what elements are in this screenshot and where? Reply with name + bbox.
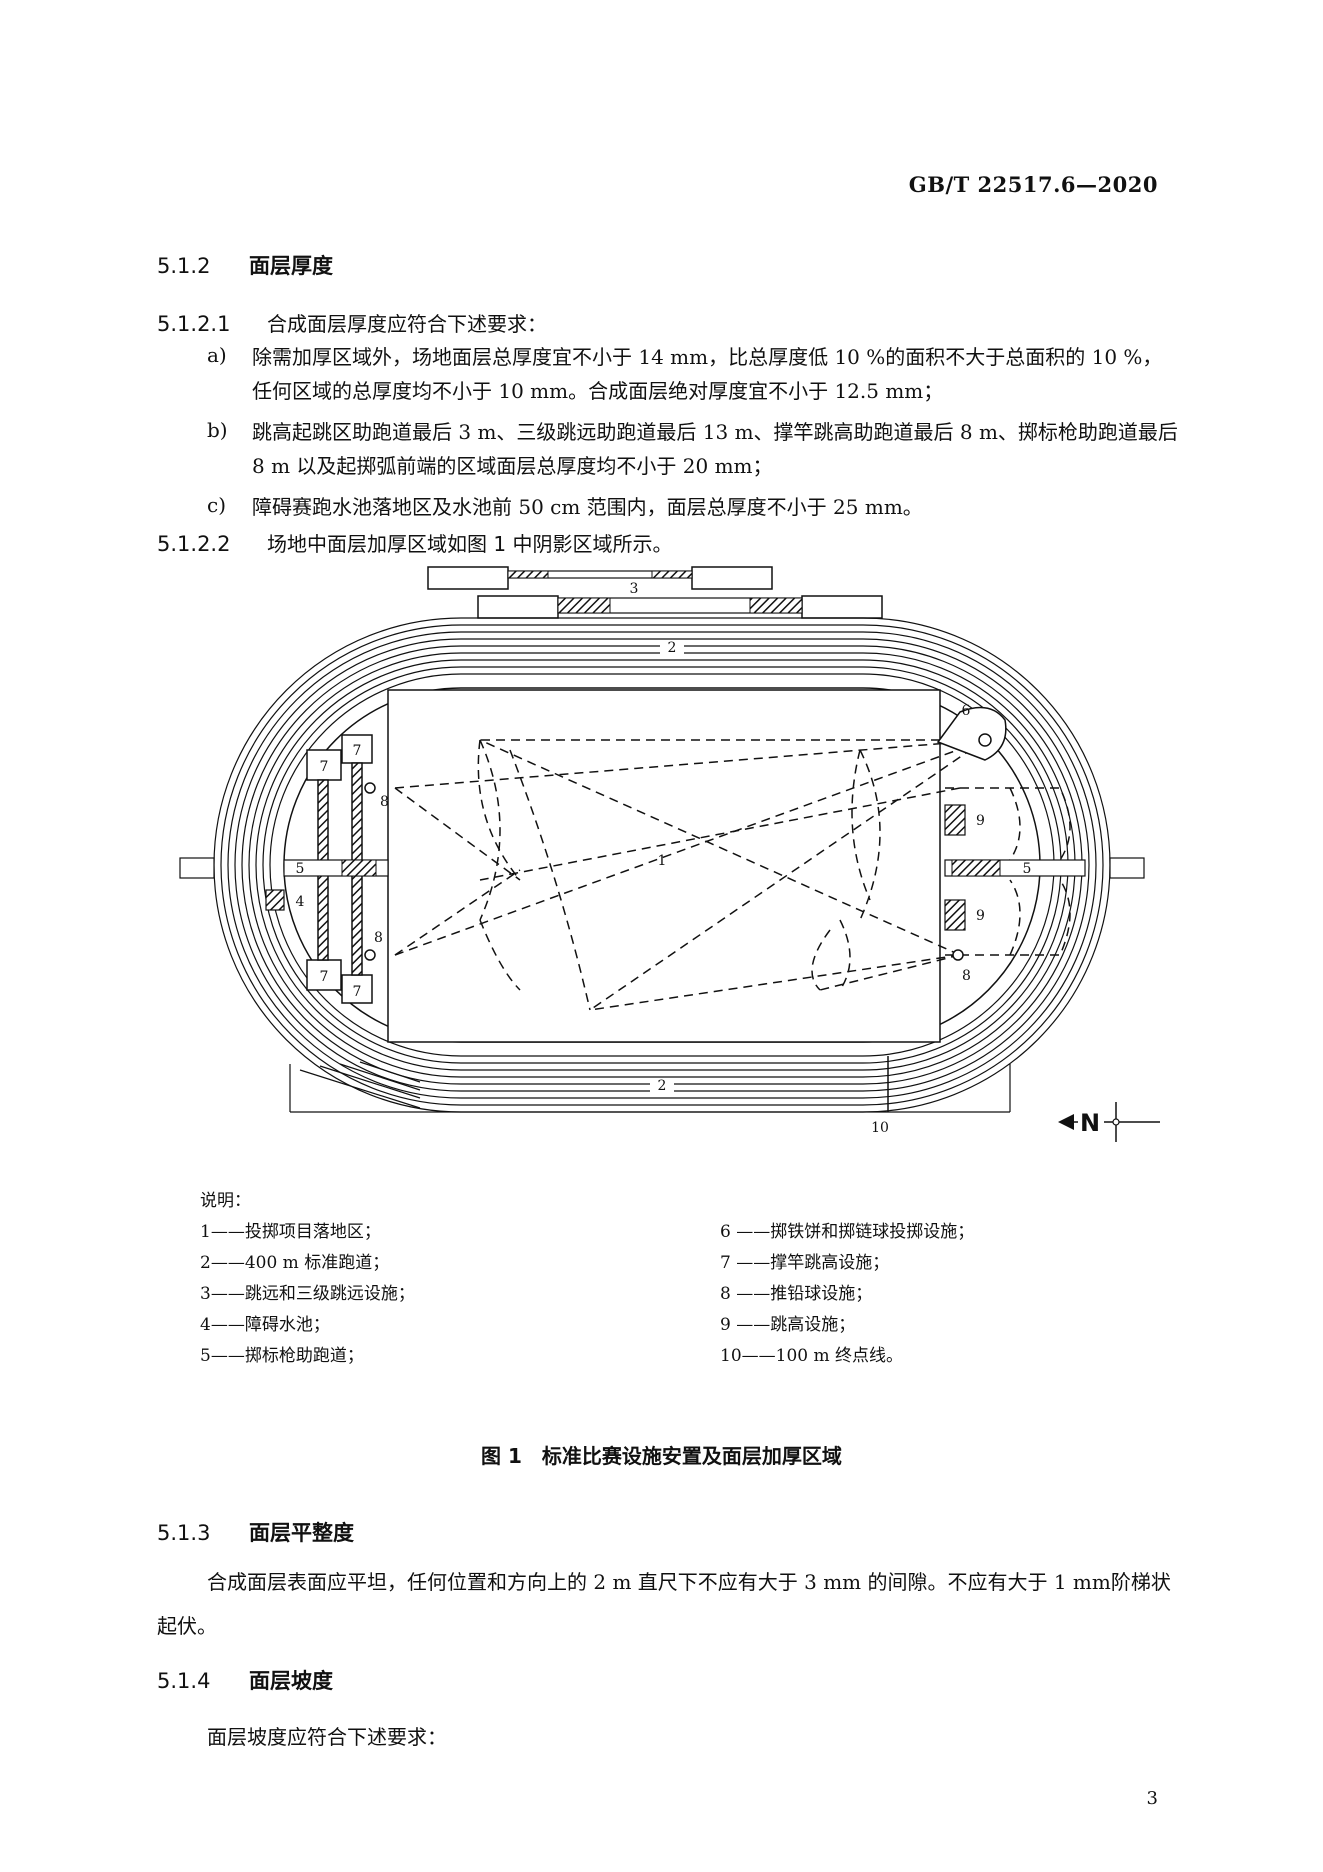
standard-number: GB/T 22517.6—2020 [908, 172, 1158, 197]
label-8-c: 8 [962, 968, 971, 984]
label-10: 10 [871, 1120, 889, 1136]
clause-text: 合成面层厚度应符合下述要求： [267, 312, 547, 336]
label-3: 3 [630, 581, 639, 597]
shot-put-circle [364, 949, 376, 961]
item-label-a: a) [207, 343, 227, 367]
item-label-b: b) [207, 418, 228, 442]
label-2-top: 2 [668, 640, 677, 656]
label-7-a: 7 [320, 759, 329, 775]
section-number: 5.1.4 [157, 1669, 211, 1693]
label-2-bottom: 2 [658, 1078, 667, 1094]
shot-put-circle [952, 949, 964, 961]
item-text-c: 障碍赛跑水池落地区及水池前 50 cm 范围内，面层总厚度不小于 25 mm。 [252, 495, 923, 519]
paragraph-slope: 面层坡度应符合下述要求： [207, 1725, 447, 1749]
north-label: N [1080, 1109, 1100, 1137]
track-field-diagram: 3 2 2 10 1 [179, 566, 1160, 1142]
clause-number: 5.1.2.1 [157, 312, 231, 336]
throwing-sectors [394, 739, 986, 1011]
high-jump-mat [944, 804, 966, 836]
throwing-landing-area [387, 689, 941, 1043]
section-number: 5.1.2 [157, 254, 211, 278]
section-title: 面层平整度 [249, 1521, 354, 1545]
label-5-left: 5 [296, 861, 305, 877]
label-1: 1 [658, 853, 667, 869]
heading-5-1-4: 5.1.4 面层坡度 [157, 1665, 333, 1695]
label-9-a: 9 [976, 813, 985, 829]
legend-item-7: 7 ——撑竿跳高设施； [720, 1253, 890, 1273]
shot-put-circle [364, 782, 376, 794]
label-6: 6 [962, 703, 971, 719]
label-7-b: 7 [353, 743, 362, 759]
legend-item-1: 1——投掷项目落地区； [200, 1222, 381, 1242]
heading-5-1-3: 5.1.3 面层平整度 [157, 1517, 354, 1547]
paragraph-flatness: 合成面层表面应平坦，任何位置和方向上的 2 m 直尺下不应有大于 3 mm 的间… [157, 1570, 1171, 1638]
label-4: 4 [296, 894, 305, 910]
page-number: 3 [1146, 1788, 1158, 1809]
label-5-right: 5 [1023, 861, 1032, 877]
section-title: 面层坡度 [249, 1669, 333, 1693]
item-text-b: 跳高起跳区助跑道最后 3 m、三级跳远助跑道最后 13 m、撑竿跳高助跑道最后 … [252, 420, 1178, 478]
legend-item-9: 9 ——跳高设施； [720, 1315, 856, 1335]
section-number: 5.1.3 [157, 1521, 211, 1545]
water-pit [265, 889, 285, 911]
label-8-a: 8 [380, 794, 389, 810]
legend-item-2: 2——400 m 标准跑道； [200, 1253, 390, 1273]
label-9-b: 9 [976, 908, 985, 924]
finish-straight [289, 1061, 1011, 1113]
legend-item-8: 8 ——推铅球设施； [720, 1284, 873, 1304]
clause-5-1-2-2: 5.1.2.2 场地中面层加厚区域如图 1 中阴影区域所示。 [157, 527, 672, 561]
long-jump-facility [427, 566, 883, 619]
legend-item-3: 3——跳远和三级跳远设施； [200, 1284, 415, 1304]
clause-number: 5.1.2.2 [157, 532, 231, 556]
legend-item-10: 10——100 m 终点线。 [720, 1346, 904, 1366]
item-label-c: c) [207, 493, 227, 517]
item-text-a: 除需加厚区域外，场地面层总厚度宜不小于 14 mm，比总厚度低 10 %的面积不… [252, 345, 1163, 403]
north-arrow: N [1058, 1102, 1160, 1142]
label-8-b: 8 [374, 930, 383, 946]
legend-item-4: 4——障碍水池； [200, 1315, 330, 1335]
high-jump-area [945, 787, 1071, 956]
clause-text: 场地中面层加厚区域如图 1 中阴影区域所示。 [267, 532, 673, 556]
clause-5-1-2-1: 5.1.2.1 合成面层厚度应符合下述要求： [157, 307, 547, 341]
high-jump-mat [944, 899, 966, 931]
discus-cage [936, 706, 1007, 761]
label-7-d: 7 [353, 984, 362, 1000]
heading-5-1-2: 5.1.2 面层厚度 [157, 250, 333, 280]
section-title: 面层厚度 [249, 254, 333, 278]
label-7-c: 7 [320, 969, 329, 985]
legend-item-5: 5——掷标枪助跑道； [200, 1346, 364, 1366]
legend-item-6: 6 ——掷铁饼和掷链球投掷设施； [720, 1222, 975, 1242]
figure-caption: 图 1 标准比赛设施安置及面层加厚区域 [481, 1444, 842, 1468]
legend-title: 说明： [200, 1191, 251, 1211]
